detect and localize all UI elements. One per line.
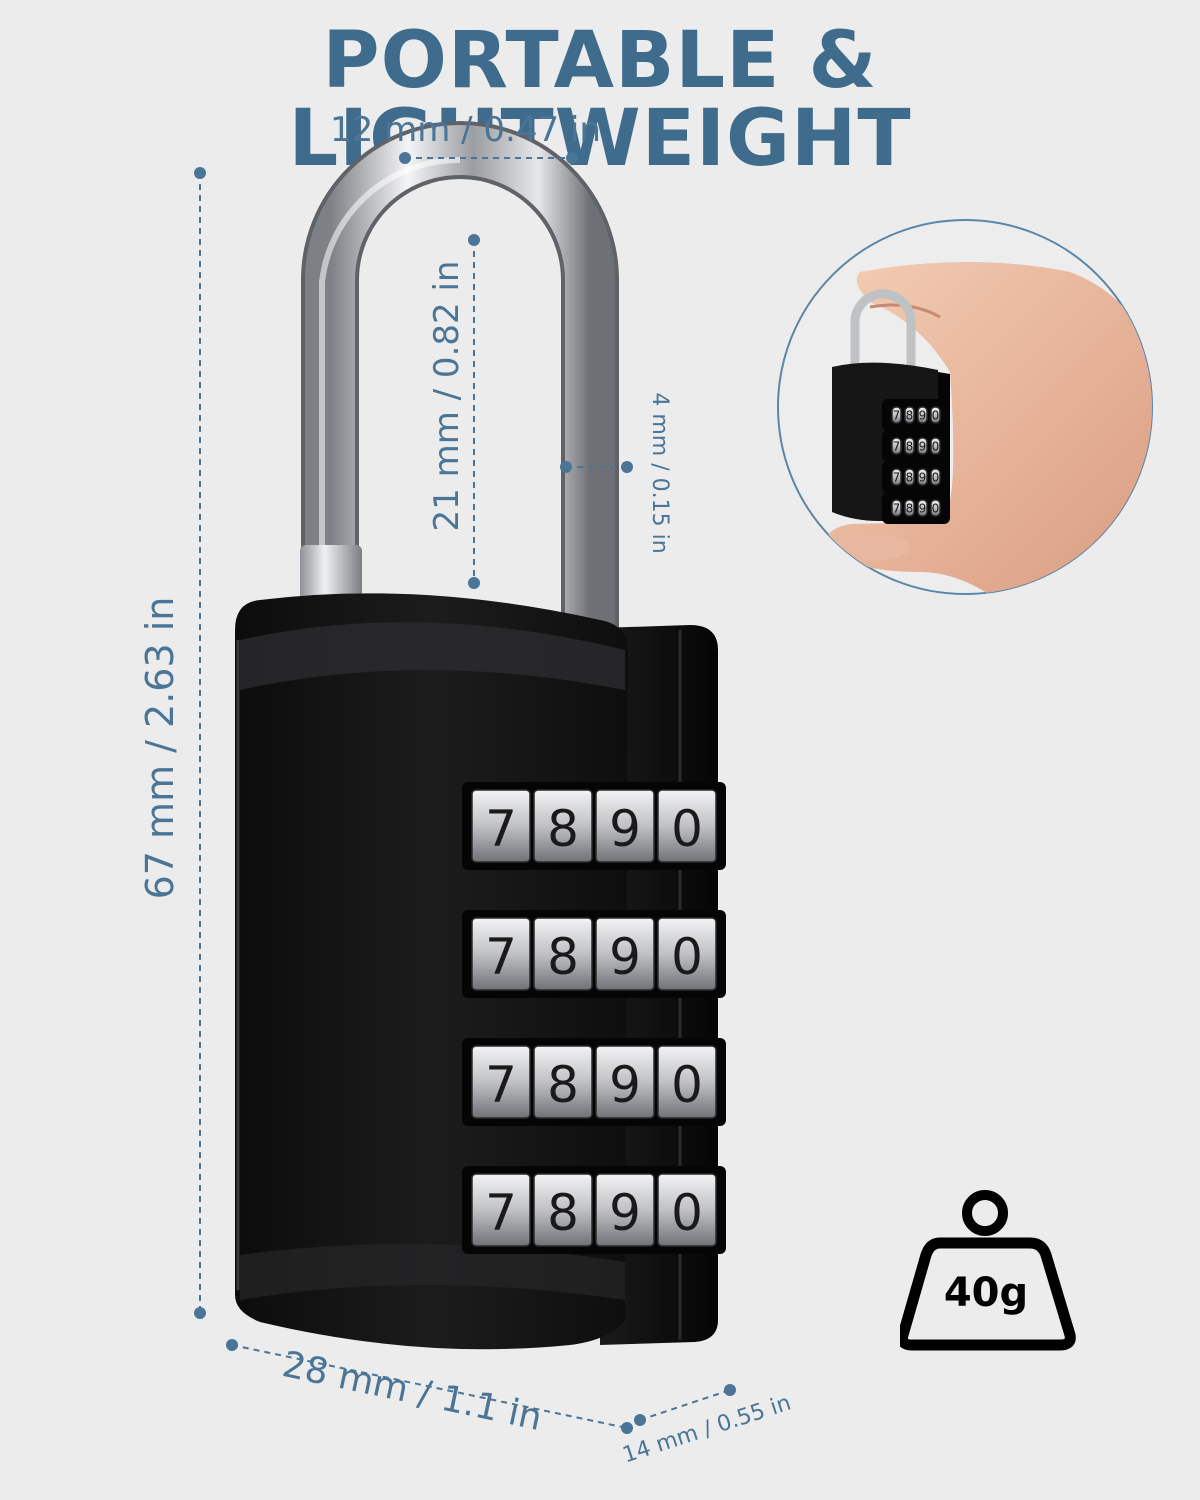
mini-dial-wheel: 7 [891, 499, 902, 517]
weight-badge: 40g [900, 1185, 1080, 1355]
mini-dial-wheel: 9 [917, 468, 928, 486]
mini-dial-digit: 8 [906, 408, 914, 422]
dial-digit: 9 [609, 800, 641, 858]
dial-wheel: 9 [595, 1173, 655, 1247]
dial-digit: 9 [609, 1184, 641, 1242]
dial-digit: 9 [609, 928, 641, 986]
dial-wheel: 7 [471, 1045, 531, 1119]
dial-digit: 9 [609, 1056, 641, 1114]
dial-wheel: 8 [533, 1045, 593, 1119]
mini-dial-wheel: 8 [904, 437, 915, 455]
mini-dial-digit: 9 [919, 439, 927, 453]
dial-wheel: 8 [533, 1173, 593, 1247]
dial-wheel: 9 [595, 1045, 655, 1119]
mini-dial-digit: 7 [893, 501, 901, 515]
dial-digit: 8 [547, 928, 579, 986]
mini-dial-wheel: 9 [917, 437, 928, 455]
mini-dial-wheel: 0 [930, 499, 941, 517]
dial-digit: 7 [485, 1056, 517, 1114]
weight-icon [900, 1190, 1076, 1351]
dial-wheel: 0 [657, 1173, 717, 1247]
dial-digit: 0 [671, 800, 703, 858]
mini-dial-wheel: 8 [904, 406, 915, 424]
dial-wheel: 8 [533, 917, 593, 991]
dial-wheel: 7 [471, 789, 531, 863]
mini-dial-digit: 7 [893, 408, 901, 422]
mini-dial-digit: 8 [906, 501, 914, 515]
mini-dial-digit: 9 [919, 408, 927, 422]
dial-wheel: 9 [595, 789, 655, 863]
dial-digit: 7 [485, 928, 517, 986]
dial-digit: 7 [485, 1184, 517, 1242]
dial-digit: 0 [671, 1056, 703, 1114]
mini-dial-wheel: 9 [917, 499, 928, 517]
mini-dial-digit: 0 [932, 408, 940, 422]
mini-dial-wheel: 0 [930, 468, 941, 486]
headline: PORTABLE & LIGHTWEIGHT [288, 16, 912, 184]
mini-dial-digit: 0 [932, 501, 940, 515]
mini-dial-wheel: 9 [917, 406, 928, 424]
mini-dial-digit: 9 [919, 470, 927, 484]
dial-digit: 8 [547, 800, 579, 858]
dial-digit: 0 [671, 1184, 703, 1242]
mini-dial-wheel: 8 [904, 499, 915, 517]
dial-wheel: 0 [657, 917, 717, 991]
mini-dial-digit: 0 [932, 439, 940, 453]
dial-digit: 8 [547, 1184, 579, 1242]
shackle [301, 121, 619, 669]
mini-dial-wheel: 7 [891, 437, 902, 455]
dial-digit: 7 [485, 800, 517, 858]
dial-digit: 8 [547, 1056, 579, 1114]
dial-wheel: 7 [471, 917, 531, 991]
mini-dial-digit: 7 [893, 439, 901, 453]
dial-digit: 0 [671, 928, 703, 986]
dial-wheel: 0 [657, 1045, 717, 1119]
mini-dial-wheel: 7 [891, 468, 902, 486]
mini-dial-digit: 8 [906, 439, 914, 453]
dial-wheel: 9 [595, 917, 655, 991]
shackle-height-label: 21 mm / 0.82 in [427, 260, 467, 532]
mini-dial-wheel: 8 [904, 468, 915, 486]
dial-wheel: 0 [657, 789, 717, 863]
shackle-thickness-label: 4 mm / 0.15 in [647, 392, 672, 554]
mini-dial-wheel: 7 [891, 406, 902, 424]
weight-value: 40g [943, 1270, 1029, 1316]
mini-dial-wheel: 0 [930, 437, 941, 455]
mini-dial-digit: 9 [919, 501, 927, 515]
mini-dial-digit: 7 [893, 470, 901, 484]
dial-wheel: 7 [471, 1173, 531, 1247]
total-height-label: 67 mm / 2.63 in [138, 596, 182, 900]
shackle-collar [300, 545, 362, 605]
mini-dial-wheel: 0 [930, 406, 941, 424]
mini-dial-digit: 0 [932, 470, 940, 484]
shackle-width-label: 12 mm / 0.47 in [330, 110, 601, 150]
dial-wheel: 8 [533, 789, 593, 863]
mini-dial-digit: 8 [906, 470, 914, 484]
